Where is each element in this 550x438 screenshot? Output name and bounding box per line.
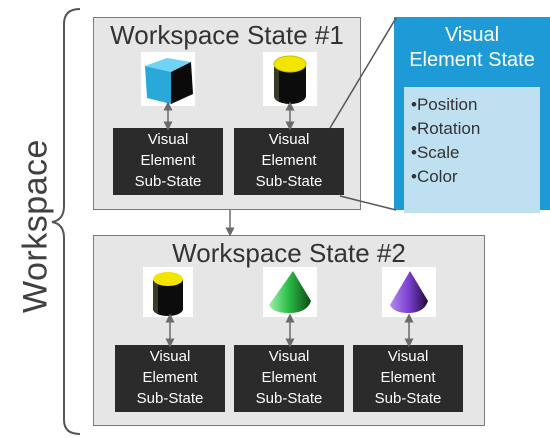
callout-line <box>329 17 397 129</box>
substate-line: Sub-State <box>136 390 204 407</box>
property-position: •Position <box>411 95 478 114</box>
substate-line: Element <box>380 369 436 386</box>
cylinder-icon <box>143 267 193 317</box>
visual-element-substate-2: Visual Element Sub-State <box>234 128 344 195</box>
substate-line: Element <box>142 369 198 386</box>
visual-element-state-panel: Visual Element State •Position •Rotation… <box>394 17 550 213</box>
workspace-state-2-title: Workspace State #2 <box>172 238 406 268</box>
substate-line: Visual <box>387 348 429 365</box>
substate-line: Sub-State <box>255 390 323 407</box>
substate-line: Sub-State <box>134 173 202 190</box>
substate-line: Visual <box>147 131 189 148</box>
substate-line: Element <box>140 152 196 169</box>
cube-icon <box>141 52 195 106</box>
visual-element-substate-4: Visual Element Sub-State <box>234 345 344 412</box>
substate-line: Visual <box>268 131 310 148</box>
property-color: •Color <box>411 167 458 186</box>
substate-line: Visual <box>149 348 191 365</box>
callout-line <box>339 195 397 211</box>
visual-element-substate-1: Visual Element Sub-State <box>113 128 223 195</box>
visual-element-substate-3: Visual Element Sub-State <box>115 345 225 412</box>
substate-line: Visual <box>268 348 310 365</box>
visual-element-state-title: Visual Element State <box>394 23 550 73</box>
property-rotation: •Rotation <box>411 119 481 138</box>
cone-icon <box>382 267 436 317</box>
substate-line: Sub-State <box>374 390 442 407</box>
property-list: •Position •Rotation •Scale •Color <box>404 87 540 213</box>
panel-title-line: Visual <box>444 24 500 46</box>
cylinder-icon <box>263 52 317 106</box>
workspace-brace <box>51 8 81 435</box>
visual-element-substate-5: Visual Element Sub-State <box>353 345 463 412</box>
substate-line: Sub-State <box>255 173 323 190</box>
workspace-state-1-title: Workspace State #1 <box>110 20 344 50</box>
substate-line: Element <box>261 152 317 169</box>
property-scale: •Scale <box>411 143 460 162</box>
cone-icon <box>263 267 317 317</box>
substate-line: Element <box>261 369 317 386</box>
panel-title-line: Element State <box>409 49 535 71</box>
